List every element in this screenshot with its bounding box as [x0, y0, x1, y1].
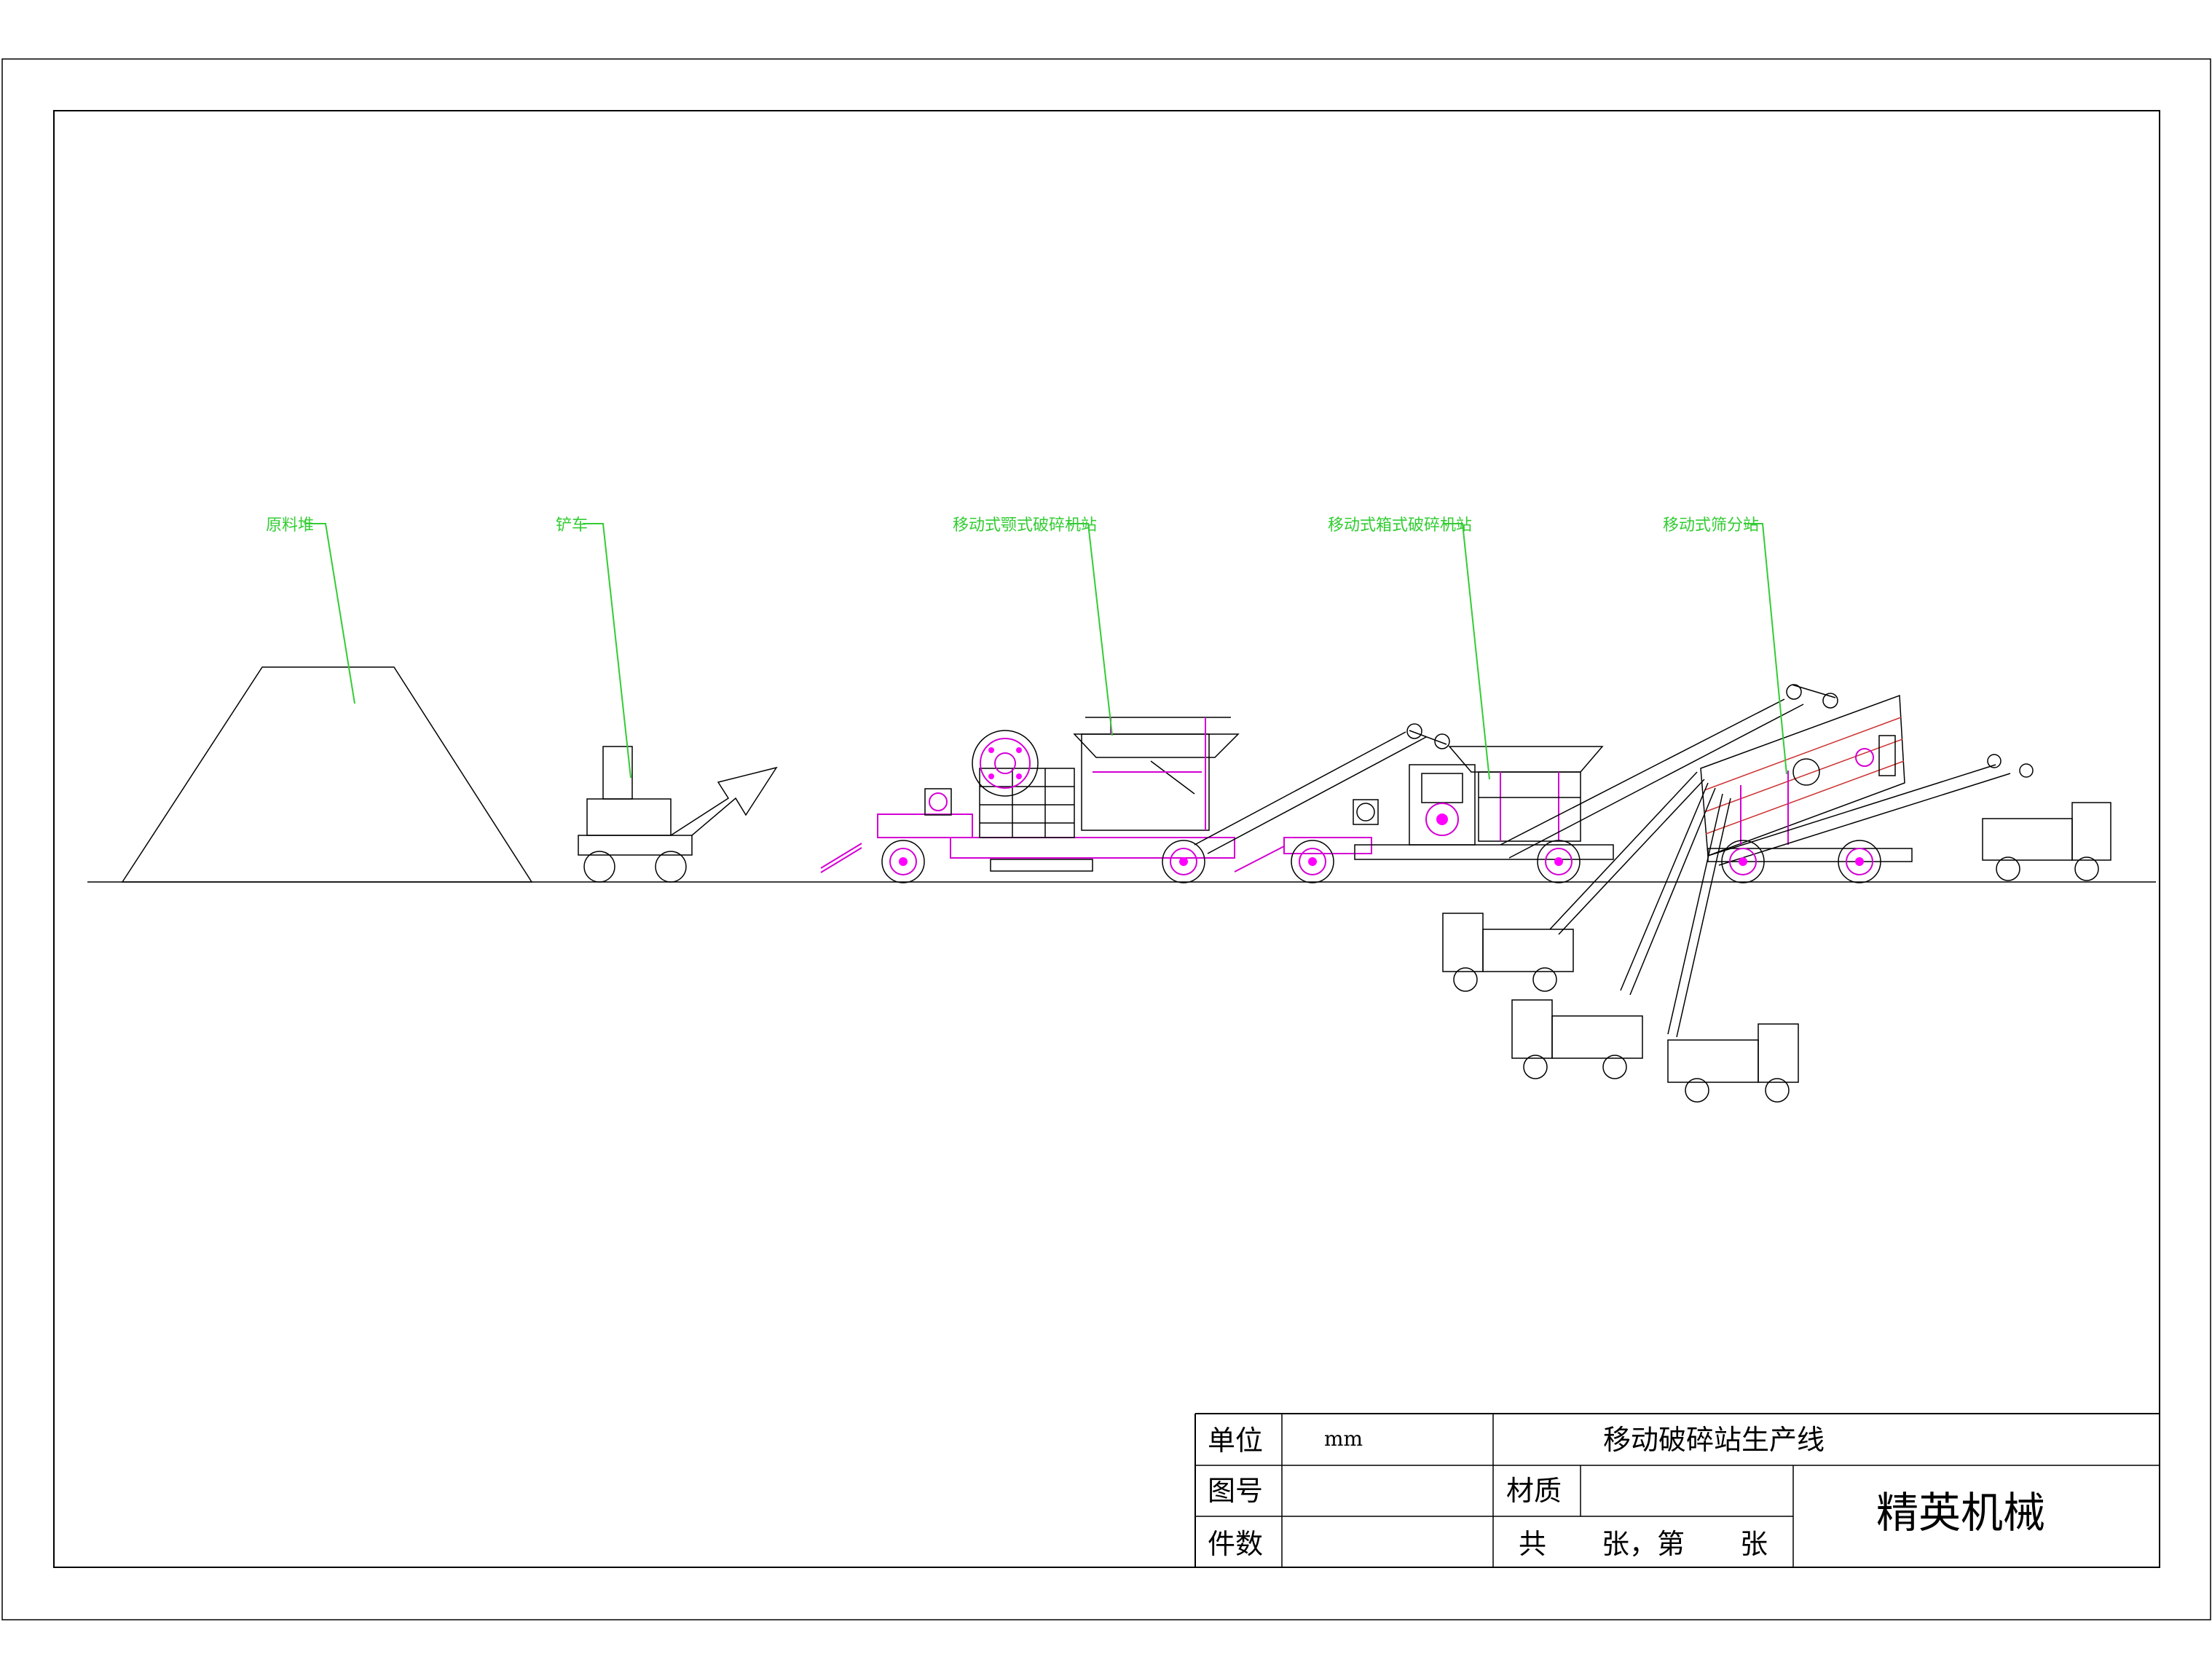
sheets-count: 共 张，第 张 [1519, 1528, 1768, 1560]
loader [578, 746, 778, 883]
truck-lower-2 [1511, 999, 1643, 1079]
impact-crusher-station [1234, 684, 1838, 883]
label-impact-crusher-station: 移动式箱式破碎机站 [1328, 516, 1472, 535]
screening-station [1549, 694, 2034, 1038]
label-raw-material-pile: 原料堆 [266, 516, 314, 535]
material-label: 材质 [1506, 1475, 1562, 1507]
drawing-no-label: 图号 [1208, 1475, 1263, 1507]
truck-right [1982, 802, 2111, 881]
unit-value: mm [1324, 1427, 1363, 1451]
unit-label: 单位 [1208, 1425, 1263, 1457]
outer-border [1, 58, 2211, 1620]
quantity-label: 件数 [1208, 1528, 1263, 1560]
company-name: 精英机械 [1876, 1488, 2045, 1537]
raw-material-pile [121, 666, 533, 883]
label-screening-station: 移动式筛分站 [1663, 516, 1759, 535]
leader-lines [304, 523, 1787, 780]
label-loader: 铲车 [556, 516, 588, 535]
drawing-title: 移动破碎站生产线 [1603, 1424, 1825, 1456]
label-jaw-crusher-station: 移动式颚式破碎机站 [953, 516, 1097, 535]
title-block [1194, 1413, 2160, 1567]
truck-lower-1 [1442, 913, 1574, 992]
truck-lower-3 [1667, 1023, 1799, 1103]
inner-frame [53, 110, 2160, 1568]
